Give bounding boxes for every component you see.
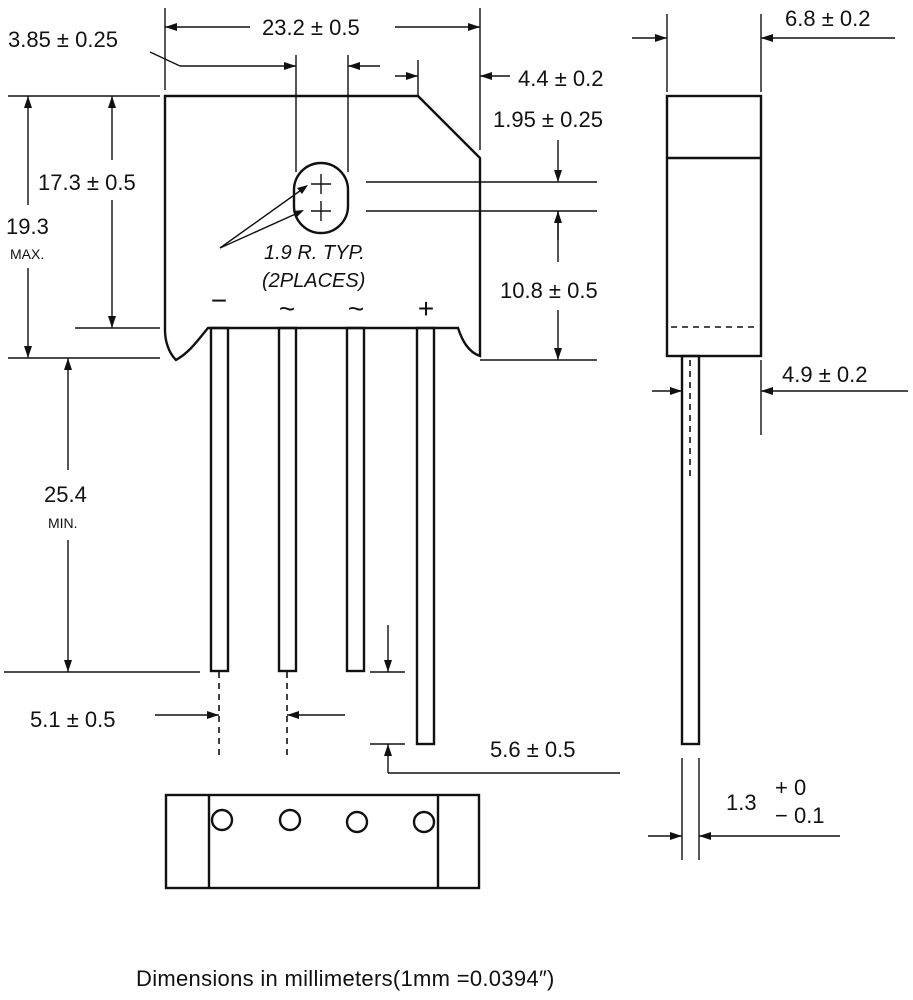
front-body-outline — [163, 94, 482, 362]
mounting-slot — [292, 161, 350, 235]
side-body — [665, 94, 763, 358]
dim-5-1: 5.1 ± 0.5 — [30, 672, 345, 760]
dim-5-6: 5.6 ± 0.5 — [370, 625, 620, 774]
dim-23-2: 23.2 ± 0.5 — [164, 8, 481, 150]
dim-4-9-label: 4.9 ± 0.2 — [782, 362, 867, 387]
bottom-body — [164, 793, 481, 890]
dim-17-3: 17.3 ± 0.5 — [38, 95, 160, 329]
dim-25-4: 25.4 MIN. — [4, 358, 200, 673]
lead-ac1 — [277, 326, 298, 673]
dim-19-3: 19.3 MAX. — [6, 95, 160, 359]
dim-10-8-label: 10.8 ± 0.5 — [500, 278, 598, 303]
pin-label-minus: − — [211, 285, 227, 316]
dim-1-3: 1.3 + 0 − 0.1 — [648, 758, 840, 860]
bottom-pin-hole-4 — [412, 810, 436, 834]
bottom-pin-hole-1 — [210, 808, 234, 832]
slot-centre-marks — [311, 174, 331, 221]
dim-3-85-label: 3.85 ± 0.25 — [8, 27, 118, 52]
dim-17-3-label: 17.3 ± 0.5 — [38, 170, 136, 195]
dim-19-3-label: 19.3 — [6, 214, 49, 239]
dim-6-8-label: 6.8 ± 0.2 — [785, 6, 870, 31]
bottom-pin-hole-3 — [345, 810, 369, 834]
dim-4-9: 4.9 ± 0.2 — [652, 360, 908, 435]
front-view: − ~ ~ + 1.9 R. TYP. (2PLACES) — [163, 94, 482, 746]
dim-4-4-label: 4.4 ± 0.2 — [518, 66, 603, 91]
dim-1-95-label: 1.95 ± 0.25 — [493, 107, 603, 132]
lead-ac2 — [345, 326, 366, 673]
dim-1-95: 1.95 ± 0.25 — [366, 107, 603, 240]
pin-label-ac1: ~ — [279, 293, 295, 324]
bottom-view — [164, 793, 481, 890]
units-caption: Dimensions in millimeters(1mm =0.0394″) — [136, 966, 555, 991]
dim-1-3-minus: − 0.1 — [775, 803, 825, 828]
side-view — [665, 94, 763, 746]
pin-label-ac2: ~ — [348, 293, 364, 324]
dim-1-3-label: 1.3 — [726, 790, 757, 815]
dim-10-8: 10.8 ± 0.5 — [480, 211, 598, 361]
side-lead — [680, 354, 701, 746]
dim-25-4-label: 25.4 — [44, 482, 87, 507]
radius-note-line1: 1.9 R. TYP. — [264, 242, 365, 264]
dim-25-4-note: MIN. — [48, 515, 78, 531]
lead-plus — [415, 326, 436, 746]
dim-1-3-plus: + 0 — [775, 775, 806, 800]
dim-3-85: 3.85 ± 0.25 — [8, 27, 380, 172]
dim-4-4: 4.4 ± 0.2 — [395, 60, 603, 96]
dim-19-3-note: MAX. — [10, 246, 44, 262]
radius-note-line2: (2PLACES) — [262, 270, 365, 292]
dim-6-8: 6.8 ± 0.2 — [632, 6, 895, 92]
radius-note: 1.9 R. TYP. (2PLACES) — [219, 185, 365, 292]
dim-5-1-label: 5.1 ± 0.5 — [30, 707, 115, 732]
bottom-pin-hole-2 — [278, 808, 302, 832]
pin-label-plus: + — [418, 293, 434, 324]
dim-23-2-label: 23.2 ± 0.5 — [262, 15, 360, 40]
lead-minus — [209, 326, 230, 673]
dim-5-6-label: 5.6 ± 0.5 — [490, 737, 575, 762]
